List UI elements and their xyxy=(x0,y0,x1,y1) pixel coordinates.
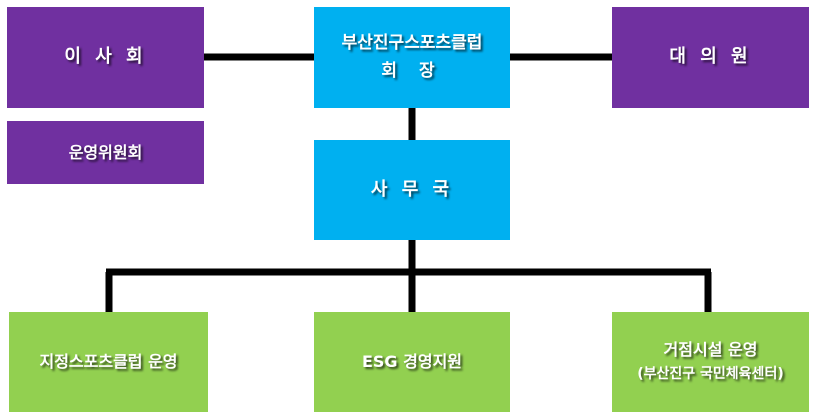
division-box-esg: ESG 경영지원 xyxy=(314,312,510,412)
board-label: 이 사 회 xyxy=(64,46,147,68)
secretariat-box: 사 무 국 xyxy=(314,140,510,240)
board-box: 이 사 회 xyxy=(7,7,204,108)
committee-label: 운영위원회 xyxy=(68,142,143,162)
committee-box: 운영위원회 xyxy=(7,121,204,184)
delegates-box: 대 의 원 xyxy=(612,7,809,108)
division-label: 거점시설 운영 xyxy=(663,340,758,360)
president-title: 회 장 xyxy=(381,60,443,81)
secretariat-label: 사 무 국 xyxy=(370,178,454,200)
division-box-sports-club: 지정스포츠클럽 운영 xyxy=(9,312,208,412)
president-box: 부산진구스포츠클럽 회 장 xyxy=(314,7,510,108)
division-label: 지정스포츠클럽 운영 xyxy=(39,352,178,371)
division-label: ESG 경영지원 xyxy=(361,352,463,371)
delegates-label: 대 의 원 xyxy=(669,46,752,68)
club-title: 부산진구스포츠클럽 xyxy=(341,33,483,54)
division-sublabel: (부산진구 국민체육센터) xyxy=(637,366,784,383)
division-box-facility: 거점시설 운영 (부산진구 국민체육센터) xyxy=(612,312,809,412)
